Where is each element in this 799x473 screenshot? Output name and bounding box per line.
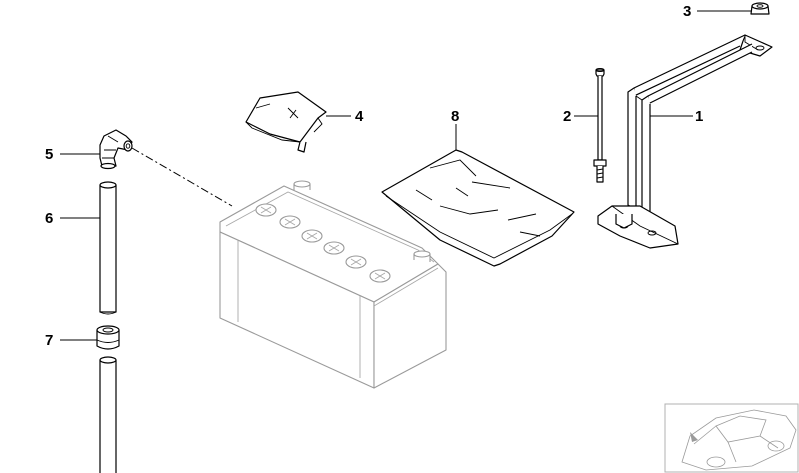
vent-connection-line	[131, 147, 233, 207]
battery	[219, 180, 447, 389]
callout-7: 7	[45, 332, 53, 349]
callout-3: 3	[683, 3, 691, 20]
part-7-grommet	[96, 325, 120, 350]
part-2-bolt	[593, 68, 607, 183]
part-6-vent-hose	[99, 181, 117, 315]
callout-8: 8	[451, 108, 459, 125]
callout-5: 5	[45, 146, 53, 163]
part-3-nut	[750, 2, 770, 15]
part-1-bracket	[597, 34, 773, 249]
part-4-cover-plate	[245, 91, 327, 153]
battery-vent-caps	[255, 203, 391, 283]
callout-6: 6	[45, 210, 53, 227]
vehicle-thumbnail	[664, 403, 799, 473]
callout-numbers: 1 2 3 4 5 6 7 8	[45, 3, 703, 349]
callout-1: 1	[695, 108, 703, 125]
part-5-elbow	[99, 129, 133, 170]
callout-2: 2	[563, 108, 571, 125]
part-8-cover-bag	[381, 149, 575, 267]
callout-4: 4	[355, 108, 364, 125]
leader-lines	[60, 10, 752, 341]
lower-hose-segment	[99, 356, 117, 473]
